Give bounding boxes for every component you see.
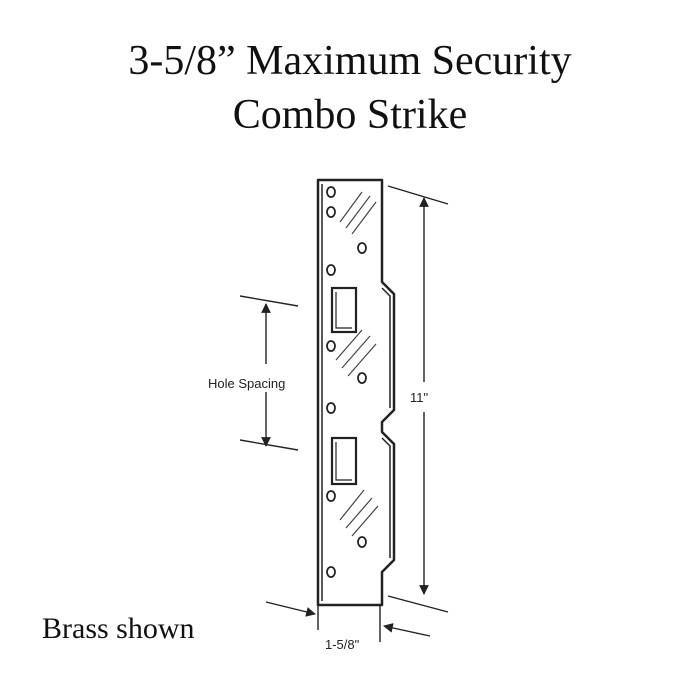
- surface-hatching: [335, 191, 379, 537]
- screw-holes: [326, 186, 367, 578]
- screw-hole: [326, 340, 336, 352]
- title-line-1: 3-5/8” Maximum Security: [128, 38, 572, 84]
- width-label: 1-5/8": [325, 637, 360, 652]
- screw-hole: [326, 402, 336, 414]
- length-dimension: [387, 185, 449, 613]
- screw-hole: [357, 242, 367, 254]
- finish-caption: Brass shown: [42, 612, 195, 645]
- screw-hole: [326, 206, 336, 218]
- width-dimension: [265, 592, 431, 642]
- hole-spacing-label: Hole Spacing: [208, 376, 285, 391]
- screw-hole: [326, 264, 336, 276]
- screw-hole: [357, 372, 367, 384]
- latch-opening-depth: [335, 292, 352, 481]
- screw-hole: [326, 566, 336, 578]
- strike-plate: [316, 178, 396, 607]
- hole-spacing-dimension: [239, 295, 299, 451]
- screw-hole: [326, 490, 336, 502]
- screw-hole: [326, 186, 336, 198]
- product-title: 3-5/8” Maximum Security Combo Strike: [0, 34, 700, 142]
- length-label: 11": [410, 390, 428, 405]
- title-line-2: Combo Strike: [232, 92, 468, 138]
- plate-edge: [321, 184, 391, 601]
- screw-hole: [357, 536, 367, 548]
